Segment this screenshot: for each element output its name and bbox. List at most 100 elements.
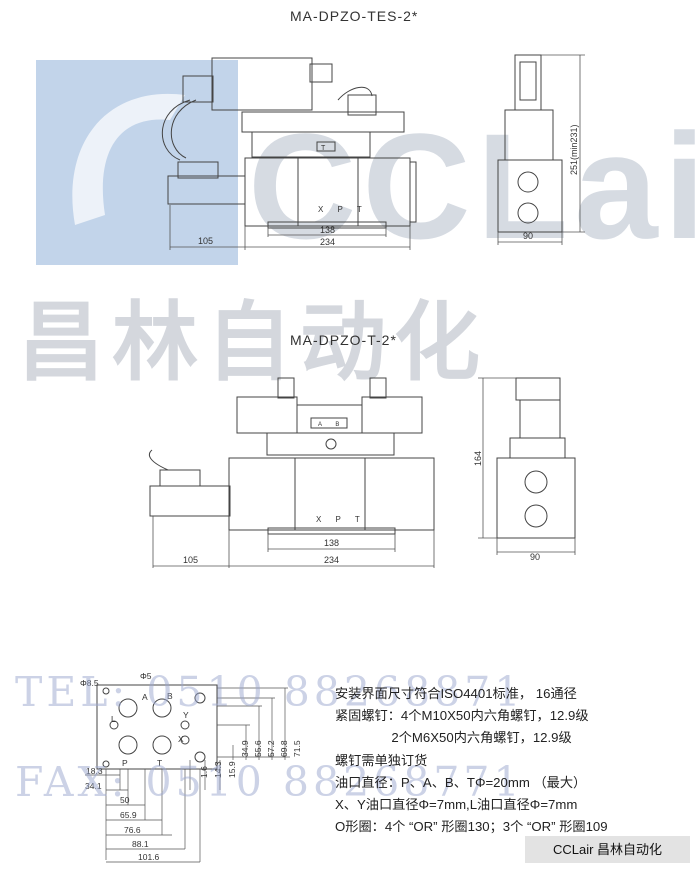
spec-line: 安装界面尺寸符合ISO4401标准， 16通径 bbox=[335, 686, 577, 701]
interface-port-t bbox=[152, 735, 172, 755]
top-side-port-upper bbox=[517, 171, 539, 193]
interface-dim-50: 50 bbox=[120, 795, 130, 805]
tel-watermark: TEL: 0510 88268871 bbox=[15, 668, 525, 716]
watermark-logo-letters: CCLair bbox=[248, 102, 700, 270]
interface-port-a bbox=[118, 698, 138, 718]
interface-port-p bbox=[118, 735, 138, 755]
interface-label-t: T bbox=[157, 758, 162, 768]
middle-side-port-lower bbox=[524, 504, 548, 528]
top-connector-plug bbox=[182, 75, 214, 103]
interface-dim-14-3: 14.3 bbox=[213, 761, 223, 778]
interface-label-y: Y bbox=[183, 710, 189, 720]
top-t-label: T bbox=[321, 145, 326, 152]
middle-dimension-lines bbox=[152, 516, 435, 568]
interface-dim-18-3: 18.3 bbox=[86, 766, 103, 776]
middle-side-view bbox=[496, 377, 576, 539]
middle-dim-164: 164 bbox=[473, 451, 483, 466]
interface-diagram bbox=[96, 684, 218, 770]
middle-main-body bbox=[228, 457, 435, 531]
middle-ab-plate bbox=[310, 417, 348, 429]
interface-dim-34-1: 34.1 bbox=[85, 781, 102, 791]
middle-module-connector bbox=[159, 469, 201, 487]
top-cable-right bbox=[337, 86, 373, 101]
interface-label-a: A bbox=[142, 692, 148, 702]
brand-badge: CCLair 昌林自动化 bbox=[525, 836, 690, 863]
spec-notes: 安装界面尺寸符合ISO4401标准， 16通径 紧固螺钉：4个M10X50内六角… bbox=[335, 683, 690, 838]
interface-label-l: L bbox=[111, 714, 116, 724]
middle-dim-105: 105 bbox=[183, 555, 198, 565]
middle-plug-left bbox=[277, 377, 295, 399]
interface-dim-76-6: 76.6 bbox=[124, 825, 141, 835]
middle-cable bbox=[148, 449, 169, 471]
spec-line: 紧固螺钉：4个M10X50内六角螺钉，12.9级 bbox=[335, 708, 589, 724]
interface-port-y bbox=[180, 720, 190, 730]
top-connector-right bbox=[347, 94, 377, 116]
top-dimension-lines bbox=[169, 205, 411, 250]
middle-plug-right bbox=[369, 377, 387, 399]
middle-model-title: MA-DPZO-T-2* bbox=[290, 332, 397, 348]
top-side-dims bbox=[497, 54, 585, 245]
top-dim-138: 138 bbox=[320, 225, 335, 235]
spec-line: 螺钉需单独订货 bbox=[335, 752, 428, 768]
middle-intermediate bbox=[266, 432, 395, 456]
top-cable-left-inner bbox=[171, 99, 197, 159]
interface-label-b: B bbox=[167, 691, 173, 701]
top-middle-block bbox=[251, 131, 371, 158]
middle-base-plate bbox=[267, 527, 396, 535]
interface-port-l bbox=[109, 720, 119, 730]
top-port-label: X P T bbox=[318, 205, 368, 214]
spec-line: 2个M6X50内六角螺钉，12.9级 bbox=[335, 730, 572, 746]
top-side-view bbox=[497, 54, 563, 233]
top-dim-90: 90 bbox=[523, 231, 533, 241]
top-t-box bbox=[316, 141, 336, 152]
interface-bolt-tr bbox=[194, 692, 206, 704]
top-end-cap bbox=[409, 161, 417, 223]
interface-dim-34-9: 34.9 bbox=[240, 740, 250, 757]
interface-outline bbox=[96, 684, 218, 770]
middle-side-body bbox=[496, 457, 576, 539]
interface-phi-8-5: Φ8.5 bbox=[80, 678, 99, 688]
middle-side-port-upper bbox=[524, 470, 548, 494]
top-side-port-lower bbox=[517, 202, 539, 224]
interface-dim-69-8: 69.8 bbox=[279, 740, 289, 757]
spec-line: 油口直径：P、A、B、TΦ=20mm （最大） bbox=[335, 774, 587, 790]
interface-label-p: P bbox=[122, 758, 128, 768]
top-front-view: T X P T bbox=[161, 57, 417, 229]
interface-dim-15-9: 15.9 bbox=[227, 761, 237, 778]
interface-label-x: X bbox=[178, 734, 184, 744]
top-dim-234: 234 bbox=[320, 237, 335, 247]
interface-dim-101-6: 101.6 bbox=[138, 852, 160, 862]
middle-dim-234: 234 bbox=[324, 555, 339, 565]
middle-front-view: A B X P T bbox=[148, 377, 435, 535]
watermark-logo-swoosh-icon bbox=[72, 93, 185, 225]
middle-adjust-knob-icon bbox=[325, 438, 337, 450]
interface-dim-57-2: 57.2 bbox=[266, 740, 276, 757]
interface-port-b bbox=[152, 698, 172, 718]
top-cap bbox=[309, 63, 333, 83]
top-side-body bbox=[497, 159, 563, 233]
spec-line: X、Y油口直径Φ=7mm,L油口直径Φ=7mm bbox=[335, 797, 578, 813]
watermark-company-cn: 昌林自动化 bbox=[18, 295, 488, 391]
top-base-plate bbox=[267, 221, 387, 229]
fax-watermark: FAX: 0510 88268771 bbox=[15, 758, 524, 806]
interface-pin-hole-tl bbox=[102, 687, 110, 695]
top-pilot-head bbox=[211, 57, 313, 111]
top-module-connector bbox=[177, 161, 219, 179]
top-dim-251: 251(min231) bbox=[569, 124, 579, 175]
interface-bolt-br bbox=[194, 751, 206, 763]
interface-phi-5: Φ5 bbox=[140, 671, 152, 681]
spec-line: O形圈：4个 “OR” 形圈130；3个 “OR” 形圈109 bbox=[335, 819, 608, 835]
middle-dim-90: 90 bbox=[530, 552, 540, 562]
top-cable-left bbox=[161, 99, 191, 161]
interface-dim-1-6: 1.6 bbox=[199, 766, 209, 778]
interface-dim-88-1: 88.1 bbox=[132, 839, 149, 849]
interface-dims bbox=[85, 687, 290, 863]
interface-pin-hole-bl bbox=[102, 760, 110, 768]
middle-dim-138: 138 bbox=[324, 538, 339, 548]
middle-side-dims bbox=[478, 377, 576, 555]
middle-port-label: X P T bbox=[316, 515, 366, 524]
